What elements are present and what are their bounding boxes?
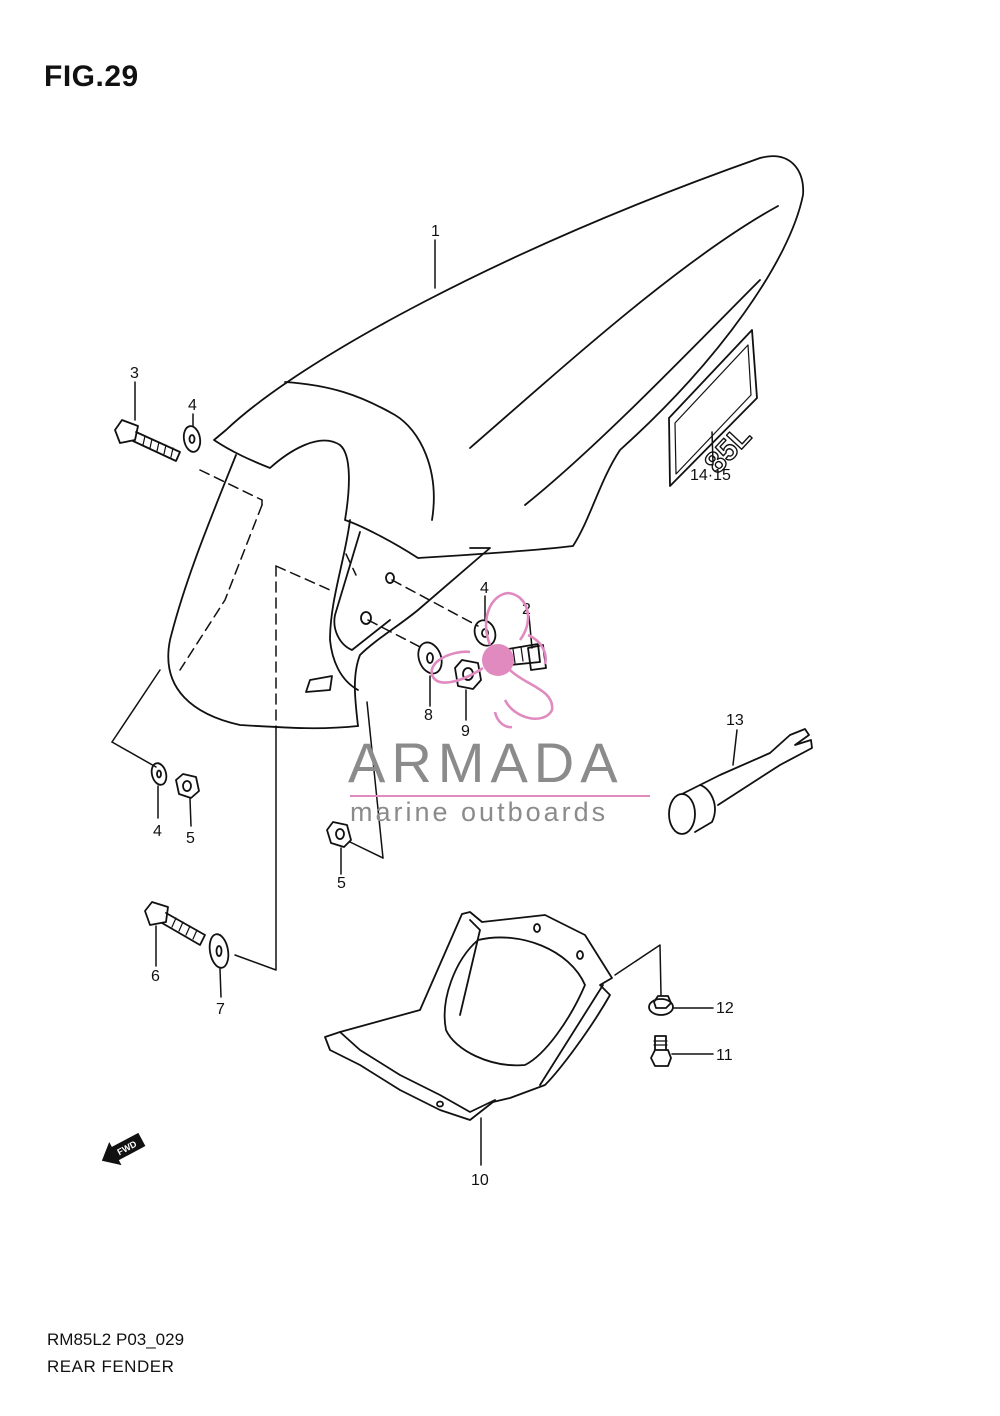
nut-12-part	[648, 995, 674, 1016]
wrench-13-part	[668, 728, 813, 835]
diagram-name: REAR FENDER	[47, 1357, 175, 1376]
callout-7: 7	[216, 1001, 225, 1018]
callout-4-lower: 4	[153, 823, 162, 840]
callout-9: 9	[461, 723, 470, 740]
nut-5-left	[175, 773, 200, 799]
washer-8-part	[417, 641, 443, 675]
washer-7-part	[208, 933, 230, 969]
watermark-rule	[350, 795, 650, 797]
leader-lines	[111, 239, 738, 1166]
callout-13: 13	[726, 712, 744, 729]
washer-4-lower	[150, 762, 168, 786]
callout-6: 6	[151, 968, 160, 985]
bolt-6-part	[144, 901, 206, 946]
callout-4-right: 4	[480, 580, 489, 597]
callout-10: 10	[471, 1172, 489, 1189]
bolt-3-part	[114, 419, 181, 462]
callout-5-center: 5	[337, 875, 346, 892]
guard-plate-10-part	[324, 911, 613, 1121]
dashed-alignment-lines	[179, 469, 479, 729]
callout-3: 3	[130, 365, 139, 382]
callout-1: 1	[431, 223, 440, 240]
callout-14-15: 14·15	[690, 467, 731, 484]
callout-5-left: 5	[186, 830, 195, 847]
diagram-code: RM85L2 P03_029	[47, 1330, 185, 1349]
bolt-11-part	[650, 1035, 672, 1067]
callout-labels: 1 2 3 4 4 4 5 5 6 7 8 9 10 11 12 13 14·1…	[130, 223, 744, 1189]
fwd-arrow-icon: FWD	[101, 1132, 146, 1166]
washer-4-upper	[182, 425, 202, 453]
watermark-tagline: marine outboards	[350, 797, 609, 827]
figure-title: FIG.29	[44, 60, 139, 93]
rear-fender-part	[167, 155, 804, 730]
collar-nut-9-part	[454, 659, 482, 690]
callout-12: 12	[716, 1000, 734, 1017]
callout-8: 8	[424, 707, 433, 724]
watermark-brand: ARMADA	[348, 731, 624, 794]
callout-4-upper: 4	[188, 397, 197, 414]
nut-5-center	[326, 821, 352, 848]
propeller-logo-icon	[430, 591, 554, 729]
callout-11: 11	[716, 1047, 733, 1064]
